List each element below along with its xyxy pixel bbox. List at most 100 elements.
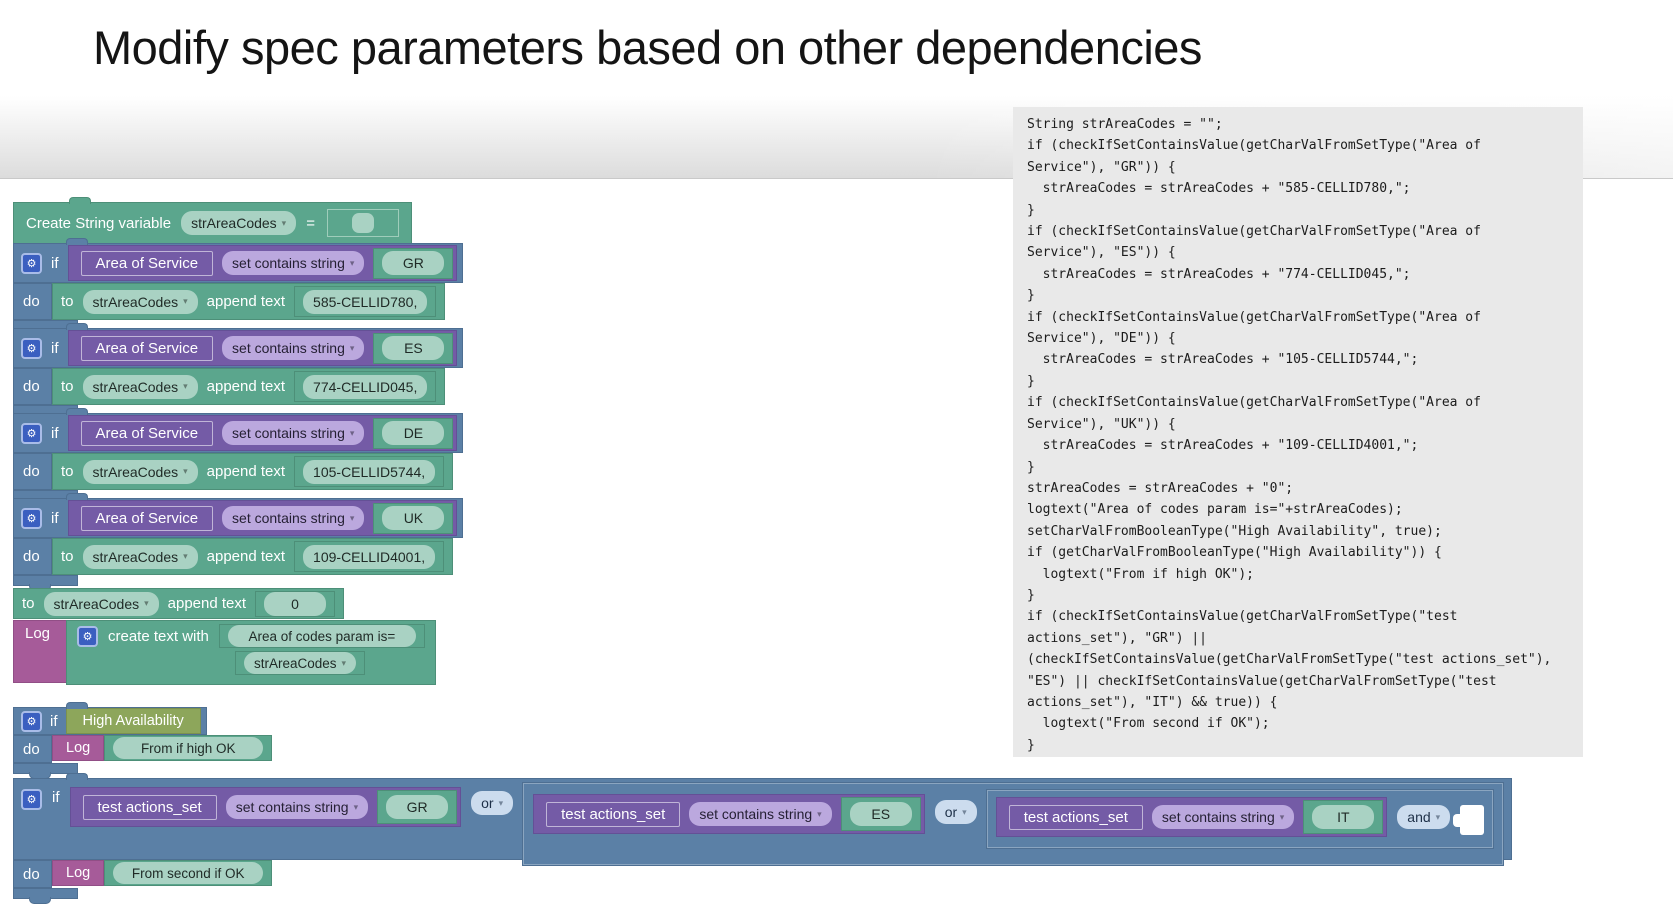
value-block[interactable]: DE bbox=[373, 417, 454, 449]
if-header[interactable]: ⚙ if Area of Service set contains string… bbox=[13, 323, 464, 368]
log-text-block[interactable]: From second if OK bbox=[104, 860, 273, 886]
operator-dropdown[interactable]: set contains string▾ bbox=[222, 421, 365, 445]
nested-logic-block[interactable]: test actions_set set contains string▾ ES… bbox=[523, 783, 1504, 865]
if-label: if bbox=[51, 254, 59, 272]
if-do-block[interactable]: ⚙ if Area of Service set contains string… bbox=[13, 323, 464, 421]
text-value-field[interactable]: Area of codes param is= bbox=[227, 625, 416, 647]
append-zero-block[interactable]: to strAreaCodes▾ append text 0 bbox=[13, 588, 345, 619]
log-text-field[interactable]: From if high OK bbox=[113, 737, 264, 759]
variable-dropdown[interactable]: strAreaCodes▾ bbox=[82, 544, 198, 569]
condition-block[interactable]: Area of Service set contains string▾ DE bbox=[67, 415, 458, 451]
variable-dropdown[interactable]: strAreaCodes▾ bbox=[82, 289, 198, 314]
gear-icon[interactable]: ⚙ bbox=[77, 625, 98, 647]
value-block[interactable]: ES bbox=[840, 797, 921, 831]
dropdown-arrow-icon: ▾ bbox=[183, 381, 188, 391]
logic-join-dropdown[interactable]: or▾ bbox=[934, 800, 977, 824]
condition-block[interactable]: test actions_set set contains string▾ GR bbox=[69, 787, 462, 827]
append-value-block[interactable]: 585-CELLID780, bbox=[294, 286, 437, 317]
condition-block[interactable]: test actions_set set contains string▾ IT bbox=[995, 797, 1388, 837]
append-value-block[interactable]: 109-CELLID4001, bbox=[294, 541, 445, 572]
if-header[interactable]: ⚙ if High Availability bbox=[13, 702, 207, 735]
append-value-block[interactable]: 774-CELLID045, bbox=[294, 371, 437, 402]
if-do-block[interactable]: ⚙ if Area of Service set contains string… bbox=[13, 408, 464, 506]
gear-icon[interactable]: ⚙ bbox=[21, 507, 42, 529]
condition-field-name[interactable]: test actions_set bbox=[546, 801, 681, 827]
value-block[interactable]: GR bbox=[377, 790, 458, 824]
empty-value-socket[interactable] bbox=[326, 209, 399, 237]
condition-field-name[interactable]: Area of Service bbox=[80, 335, 214, 361]
append-text-block[interactable]: to strAreaCodes▾ append text 109-CELLID4… bbox=[52, 538, 454, 575]
operator-dropdown[interactable]: set contains string▾ bbox=[1151, 805, 1295, 829]
append-value-field[interactable]: 105-CELLID5744, bbox=[303, 459, 436, 484]
text-value-block[interactable]: Area of codes param is= bbox=[218, 624, 425, 648]
append-value-field[interactable]: 585-CELLID780, bbox=[303, 289, 428, 314]
gear-icon[interactable]: ⚙ bbox=[21, 422, 42, 444]
operator-dropdown[interactable]: set contains string▾ bbox=[225, 795, 369, 819]
log-text-block[interactable]: From if high OK bbox=[104, 735, 273, 761]
if-header[interactable]: ⚙ if Area of Service set contains string… bbox=[13, 408, 464, 453]
log-block[interactable]: Log bbox=[52, 860, 105, 886]
condition-block[interactable]: High Availability bbox=[65, 708, 201, 734]
empty-text-field[interactable] bbox=[351, 213, 374, 233]
value-field[interactable]: GR bbox=[386, 795, 449, 819]
variable-dropdown[interactable]: strAreaCodes▾ bbox=[82, 374, 198, 399]
append-text-block[interactable]: to strAreaCodes▾ append text 105-CELLID5… bbox=[52, 453, 454, 490]
empty-condition-socket[interactable] bbox=[1453, 805, 1485, 835]
value-field[interactable]: DE bbox=[382, 421, 445, 445]
condition-block[interactable]: test actions_set set contains string▾ ES bbox=[533, 794, 925, 834]
append-value-block[interactable]: 105-CELLID5744, bbox=[294, 456, 445, 487]
value-field[interactable]: IT bbox=[1312, 805, 1375, 829]
operator-dropdown[interactable]: set contains string▾ bbox=[689, 802, 832, 826]
condition-field-name[interactable]: test actions_set bbox=[1008, 804, 1143, 830]
append-value-field[interactable]: 774-CELLID045, bbox=[303, 374, 428, 399]
big-if-block[interactable]: ⚙ if test actions_set set contains strin… bbox=[13, 773, 1513, 904]
value-block[interactable]: ES bbox=[373, 332, 454, 364]
gear-icon[interactable]: ⚙ bbox=[21, 337, 42, 359]
value-field[interactable]: UK bbox=[382, 506, 445, 530]
create-text-with-block[interactable]: ⚙ create text with Area of codes param i… bbox=[66, 620, 436, 685]
condition-field-name[interactable]: test actions_set bbox=[82, 794, 217, 820]
operator-dropdown[interactable]: set contains string▾ bbox=[222, 251, 365, 275]
condition-field-name[interactable]: Area of Service bbox=[80, 505, 214, 531]
log-text-field[interactable]: From second if OK bbox=[113, 862, 264, 884]
append-value-field[interactable]: 0 bbox=[264, 591, 327, 616]
condition-block[interactable]: Area of Service set contains string▾ ES bbox=[67, 330, 458, 366]
nested-logic-block[interactable]: test actions_set set contains string▾ IT… bbox=[986, 790, 1494, 848]
operator-dropdown[interactable]: set contains string▾ bbox=[222, 506, 365, 530]
if-high-availability-block[interactable]: ⚙ if High Availability do Log From if hi… bbox=[13, 702, 273, 779]
variable-dropdown[interactable]: strAreaCodes▾ bbox=[43, 591, 159, 616]
gear-icon[interactable]: ⚙ bbox=[21, 710, 42, 732]
append-text-block[interactable]: to strAreaCodes▾ append text 585-CELLID7… bbox=[52, 283, 446, 320]
append-value-block[interactable]: 0 bbox=[255, 590, 336, 617]
if-do-block[interactable]: ⚙ if Area of Service set contains string… bbox=[13, 493, 464, 591]
condition-field-name[interactable]: Area of Service bbox=[80, 420, 214, 446]
gear-icon[interactable]: ⚙ bbox=[21, 252, 42, 274]
append-text-block[interactable]: to strAreaCodes▾ append text 774-CELLID0… bbox=[52, 368, 446, 405]
logic-join-dropdown[interactable]: and▾ bbox=[1397, 805, 1451, 829]
condition-block[interactable]: Area of Service set contains string▾ GR bbox=[67, 245, 458, 281]
append-value-field[interactable]: 109-CELLID4001, bbox=[303, 544, 436, 569]
do-label: do bbox=[13, 368, 52, 405]
logic-join-dropdown[interactable]: or▾ bbox=[471, 791, 514, 815]
if-header[interactable]: ⚙ if Area of Service set contains string… bbox=[13, 493, 464, 538]
value-field[interactable]: ES bbox=[849, 802, 912, 826]
if-header[interactable]: ⚙ if test actions_set set contains strin… bbox=[13, 773, 1513, 865]
variable-dropdown[interactable]: strAreaCodes▾ bbox=[181, 211, 297, 235]
value-field[interactable]: GR bbox=[382, 251, 445, 275]
gear-icon[interactable]: ⚙ bbox=[21, 789, 42, 810]
variable-dropdown[interactable]: strAreaCodes▾ bbox=[244, 652, 357, 674]
if-do-block[interactable]: ⚙ if Area of Service set contains string… bbox=[13, 238, 464, 336]
value-field[interactable]: ES bbox=[382, 336, 445, 360]
condition-field-name[interactable]: Area of Service bbox=[80, 250, 214, 276]
variable-dropdown[interactable]: strAreaCodes▾ bbox=[82, 459, 198, 484]
if-header[interactable]: ⚙ if Area of Service set contains string… bbox=[13, 238, 464, 283]
variable-value-block[interactable]: strAreaCodes▾ bbox=[235, 651, 366, 675]
log-create-text-block[interactable]: Log ⚙ create text with Area of codes par… bbox=[13, 620, 493, 685]
value-block[interactable]: UK bbox=[373, 502, 454, 534]
condition-block[interactable]: Area of Service set contains string▾ UK bbox=[67, 500, 458, 536]
log-block[interactable]: Log bbox=[52, 735, 105, 761]
operator-dropdown[interactable]: set contains string▾ bbox=[222, 336, 365, 360]
value-block[interactable]: IT bbox=[1303, 800, 1384, 834]
value-block[interactable]: GR bbox=[373, 247, 454, 279]
